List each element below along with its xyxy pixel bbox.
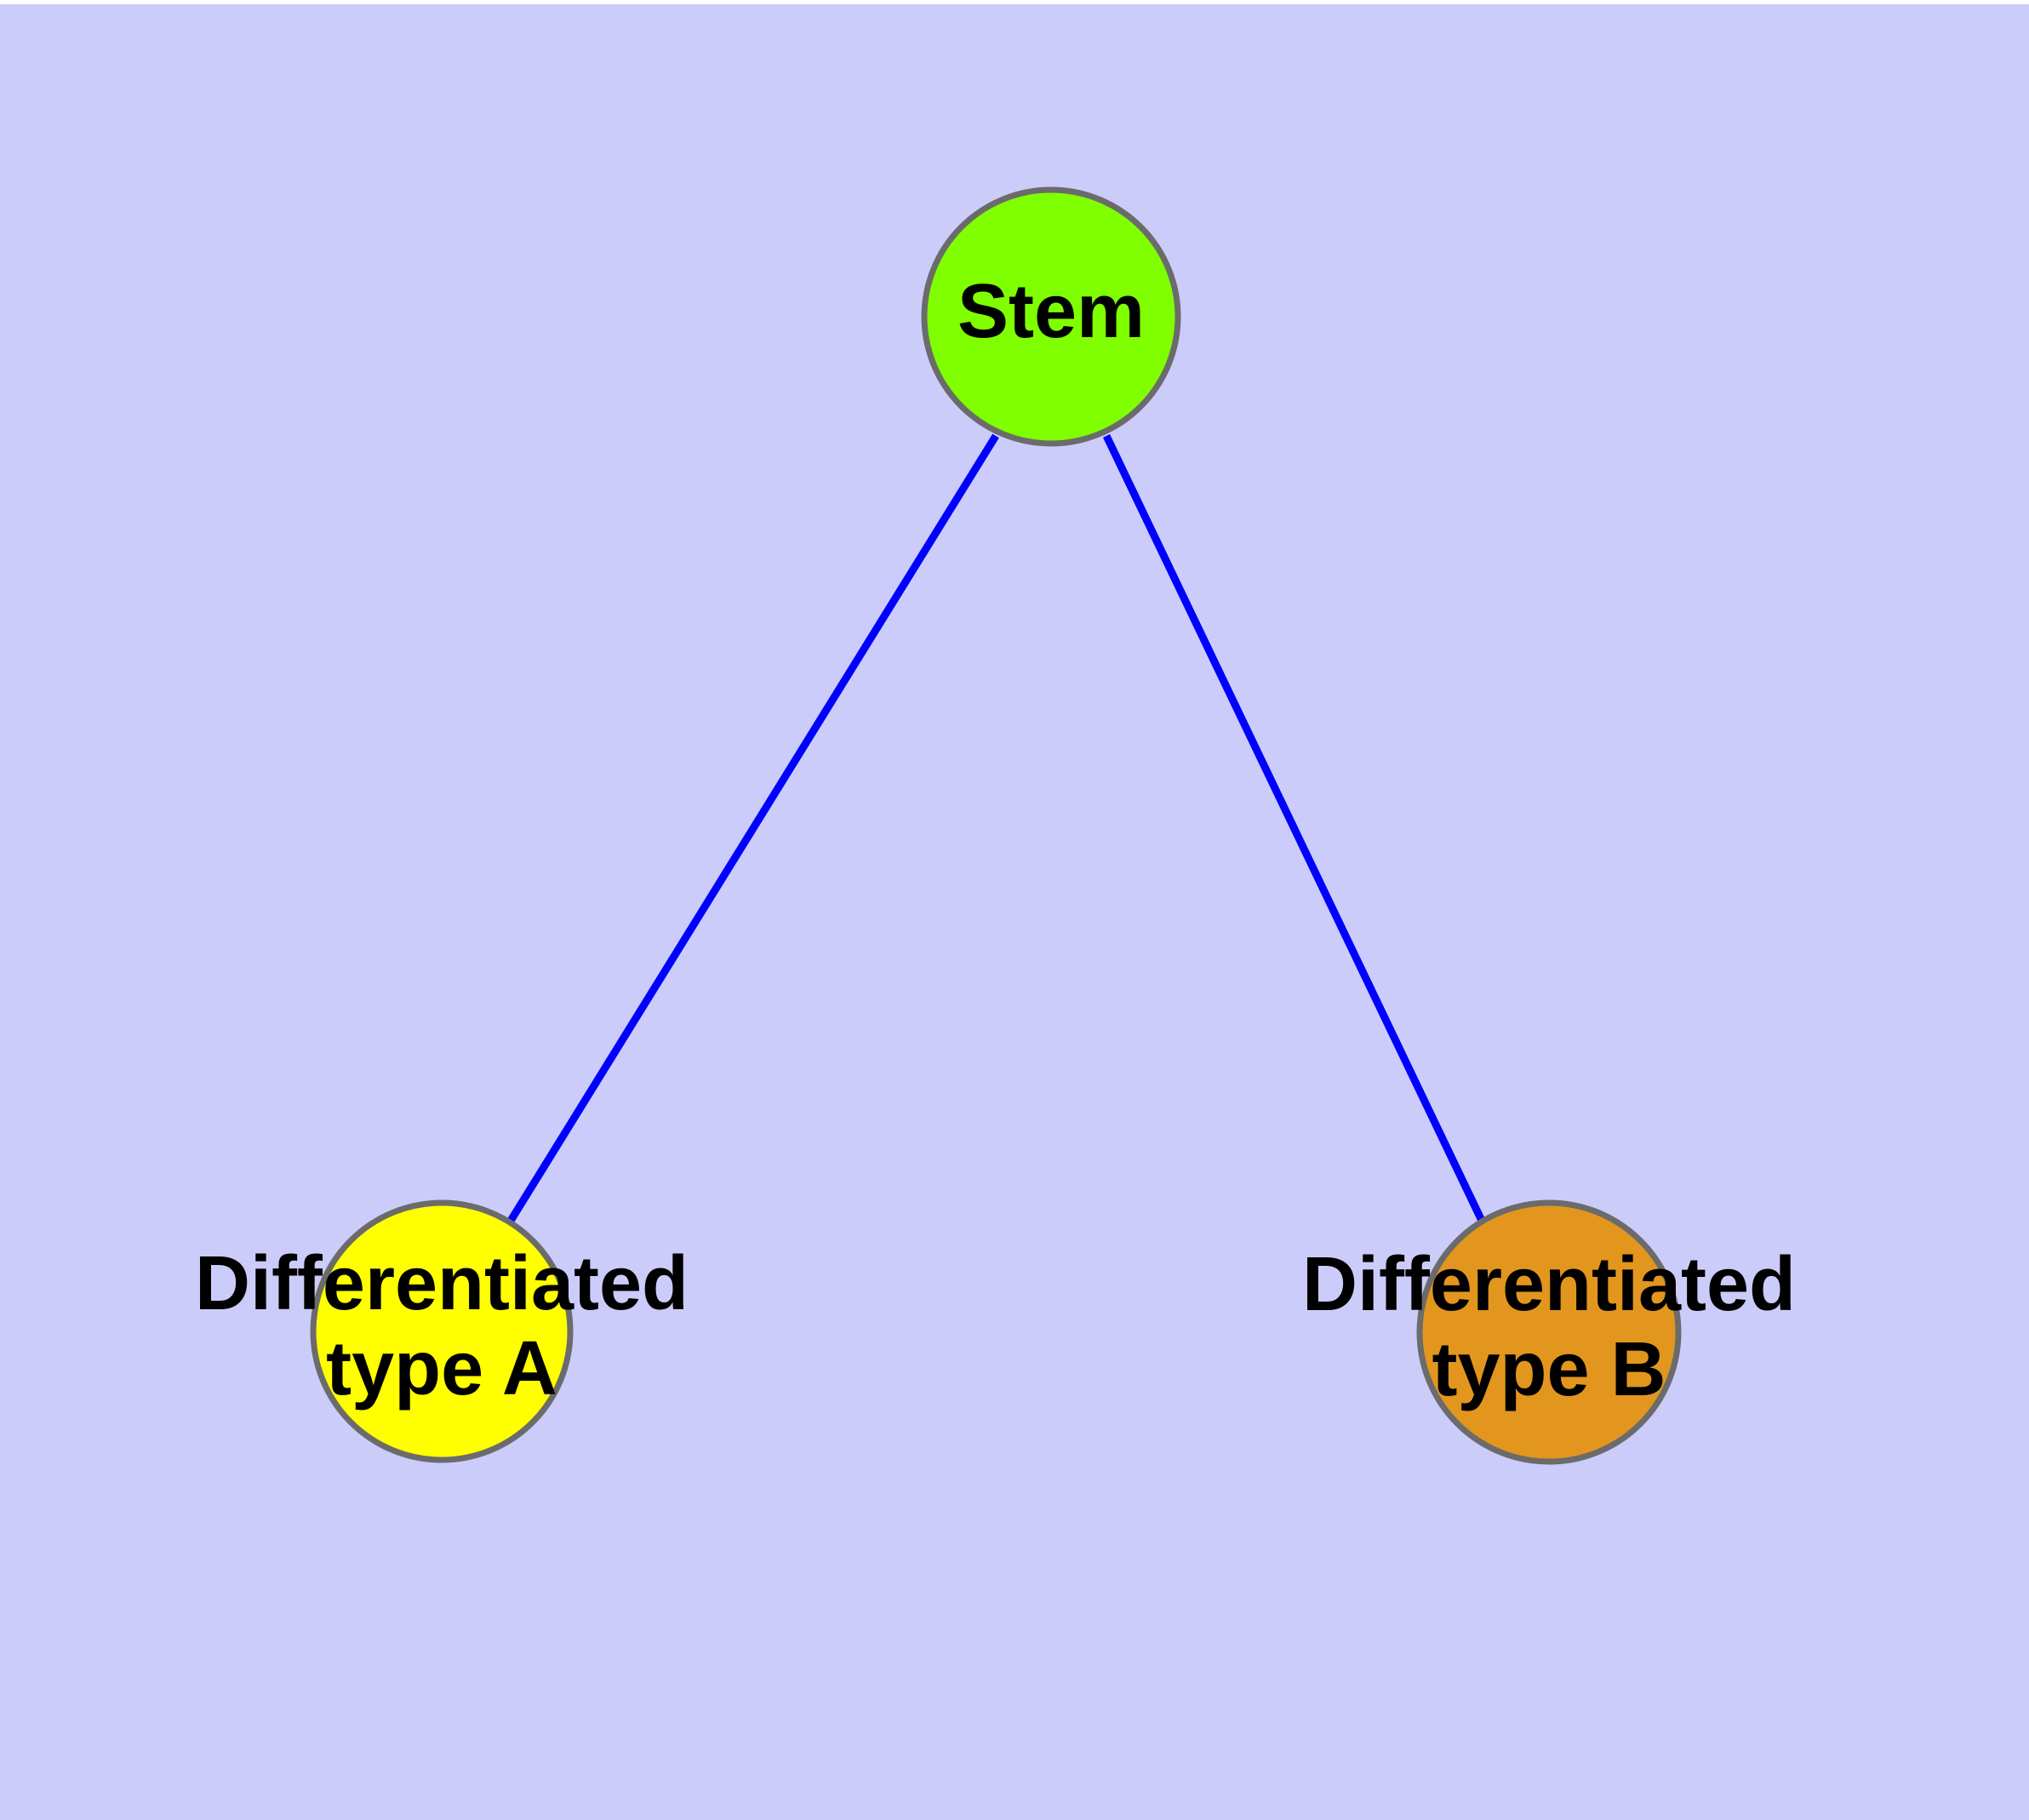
nodes-layer: [310, 186, 1682, 1465]
graph-node-diff_b[interactable]: [1416, 1199, 1682, 1465]
graph-node-diff_a[interactable]: [310, 1199, 574, 1463]
graph-node-label-line: type B: [1432, 1327, 1666, 1412]
graph-edge-stem-diff_a[interactable]: [507, 433, 999, 1223]
graph-edge-stem-diff_b[interactable]: [1102, 434, 1487, 1224]
graph-node-label-line: type A: [326, 1326, 557, 1411]
graph-node-stem[interactable]: [921, 186, 1181, 447]
graph-node-label-line: Differentiated: [195, 1241, 689, 1326]
graph-node-label-line: Differentiated: [1302, 1242, 1796, 1327]
graph-node-label-line: Stem: [957, 269, 1145, 354]
edges-layer: [507, 433, 1487, 1224]
graph-node-label-stem: Stem: [957, 269, 1145, 354]
